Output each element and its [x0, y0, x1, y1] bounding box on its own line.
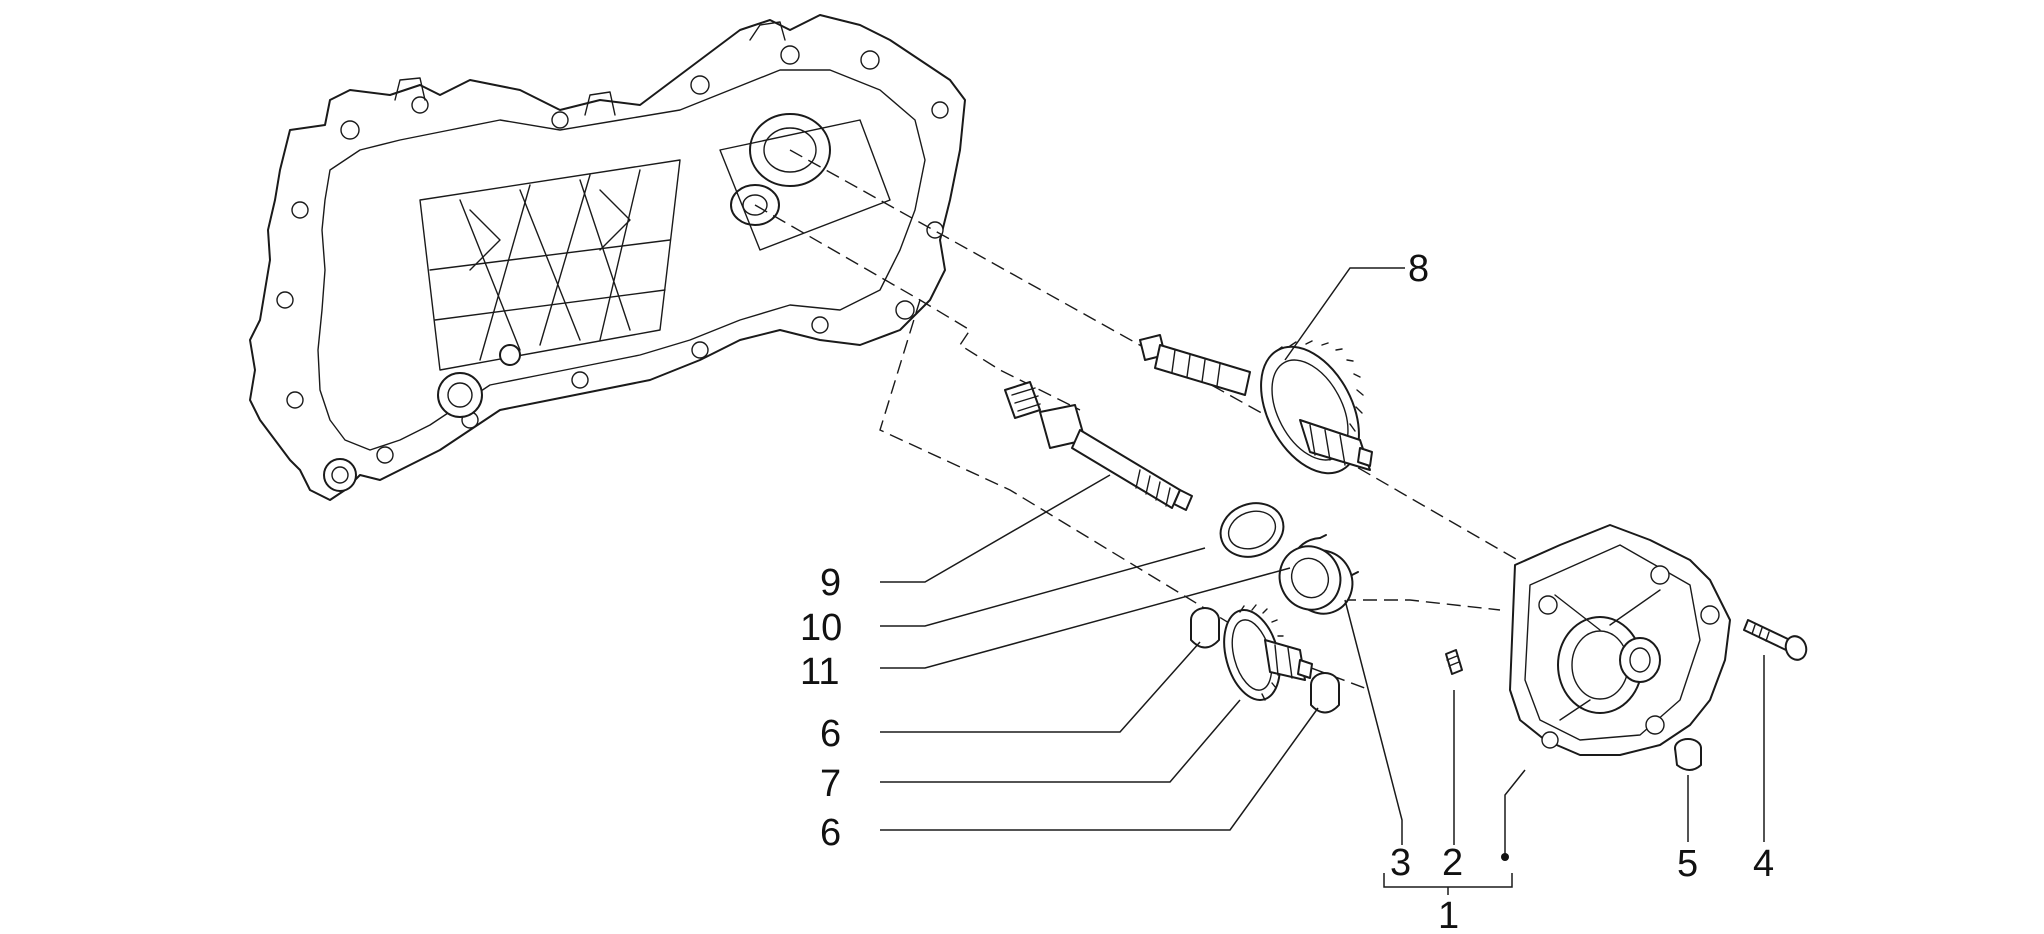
- callout-5: 5: [1677, 843, 1698, 885]
- part-7-intermediate-gear: [1223, 604, 1313, 701]
- part-4-bolt: [1743, 619, 1808, 661]
- part-8-output-shaft: [1139, 334, 1373, 475]
- callout-9: 9: [820, 562, 841, 604]
- part-5-plug: [1674, 738, 1702, 771]
- crankcase-ribs: [419, 159, 681, 371]
- crankcase-housing: [249, 14, 966, 501]
- callout-6-upper: 6: [820, 713, 841, 755]
- crankcase-bolt-holes: [276, 45, 949, 464]
- callout-8: 8: [1408, 248, 1429, 290]
- callout-1: 1: [1438, 895, 1459, 934]
- transmission-cover: [1509, 524, 1731, 756]
- assembly-axis-lines: [754, 149, 1536, 691]
- part-6-bushing-lower: [1310, 672, 1340, 714]
- callout-labels: 8 9 10 11 6 7 6 3 2 5 4 1: [800, 248, 1774, 934]
- part-3-bearing: [1278, 545, 1354, 615]
- callout-11: 11: [800, 651, 839, 693]
- part-2-dowel-pin: [1445, 649, 1463, 675]
- callout-4: 4: [1753, 843, 1774, 885]
- callout-7: 7: [820, 763, 841, 805]
- callout-3: 3: [1390, 842, 1411, 884]
- part-10-washer: [1219, 502, 1285, 558]
- crankcase-bearing-seats: [719, 113, 891, 251]
- reference-dot: [1501, 853, 1509, 861]
- callout-10: 10: [800, 607, 842, 649]
- part-9-pinion-shaft: [1004, 381, 1193, 511]
- callout-2: 2: [1442, 842, 1463, 884]
- leader-lines: [880, 267, 1765, 895]
- part-6-bushing-upper: [1190, 607, 1220, 649]
- callout-6-lower: 6: [820, 812, 841, 854]
